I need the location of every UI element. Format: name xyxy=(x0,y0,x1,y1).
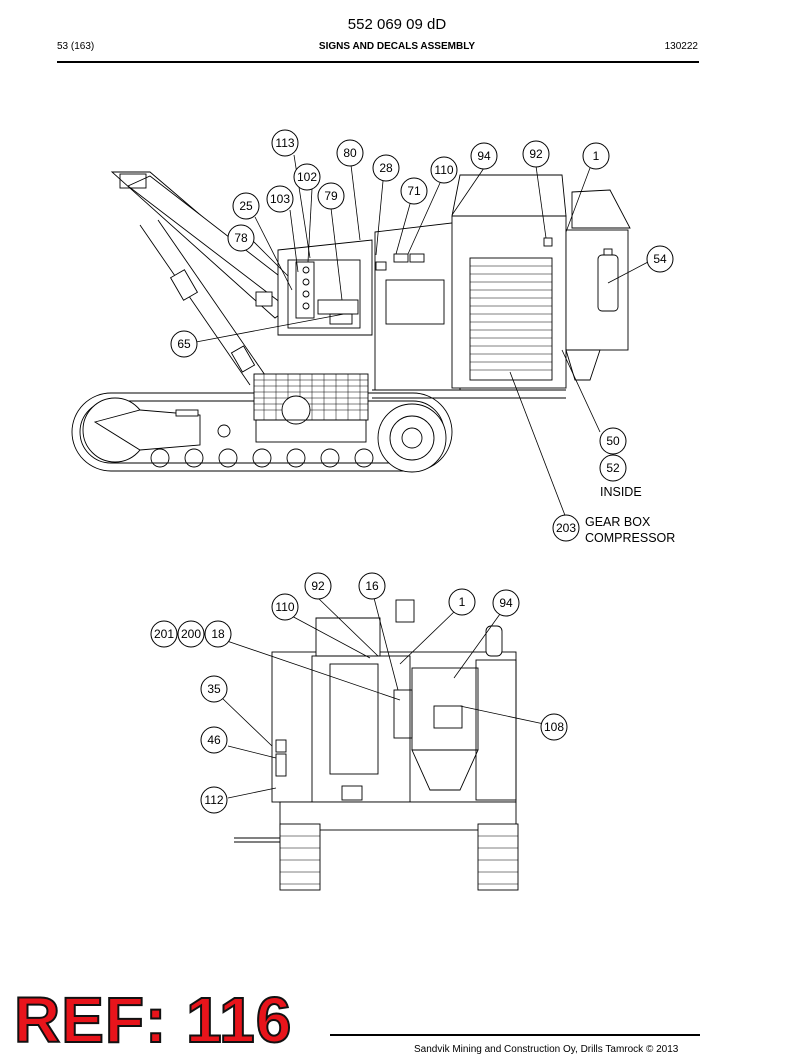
callout-203: 203 xyxy=(552,514,580,542)
callout-rear-35: 35 xyxy=(200,675,228,703)
note-compressor: COMPRESSOR xyxy=(585,531,675,545)
revision-date: 130222 xyxy=(664,41,698,52)
svg-text:28: 28 xyxy=(379,161,393,175)
callout-rear-16: 16 xyxy=(358,572,386,600)
svg-text:94: 94 xyxy=(499,596,513,610)
svg-text:50: 50 xyxy=(606,434,620,448)
svg-text:52: 52 xyxy=(606,461,620,475)
callout-rear-46: 46 xyxy=(200,726,228,754)
callout-28: 28 xyxy=(372,154,400,182)
callout-113: 113 xyxy=(271,129,299,157)
svg-text:112: 112 xyxy=(204,793,223,807)
callout-25: 25 xyxy=(232,192,260,220)
callout-65: 65 xyxy=(170,330,198,358)
ref-stamp: REF: 116 xyxy=(13,984,293,1056)
callout-80: 80 xyxy=(336,139,364,167)
callout-rear-94: 94 xyxy=(492,589,520,617)
callout-103: 103 xyxy=(266,185,294,213)
svg-text:108: 108 xyxy=(544,720,564,734)
callout-92: 92 xyxy=(522,140,550,168)
callout-50: 50 xyxy=(599,427,627,455)
callout-rear-92: 92 xyxy=(304,572,332,600)
svg-text:203: 203 xyxy=(556,521,576,535)
callout-rear-1: 1 xyxy=(448,588,476,616)
side-view-drawing xyxy=(71,171,631,473)
callout-78: 78 xyxy=(227,224,255,252)
callout-rear-200: 200 xyxy=(177,620,205,648)
rear-view-drawing xyxy=(234,599,519,891)
svg-text:65: 65 xyxy=(177,337,191,351)
svg-text:46: 46 xyxy=(207,733,221,747)
svg-text:78: 78 xyxy=(234,231,248,245)
svg-text:16: 16 xyxy=(365,579,379,593)
svg-text:201: 201 xyxy=(154,627,174,641)
callout-54: 54 xyxy=(646,245,674,273)
document-number: 552 069 09 dD xyxy=(347,16,447,33)
svg-text:110: 110 xyxy=(434,163,453,177)
callout-52: 52 xyxy=(599,454,627,482)
callout-79: 79 xyxy=(317,182,345,210)
page-title: SIGNS AND DECALS ASSEMBLY xyxy=(318,41,476,52)
svg-text:79: 79 xyxy=(324,189,338,203)
page-number: 53 (163) xyxy=(57,41,95,52)
callout-94: 94 xyxy=(470,142,498,170)
svg-text:92: 92 xyxy=(529,147,543,161)
svg-text:25: 25 xyxy=(239,199,253,213)
side-view-leaders xyxy=(195,154,649,519)
svg-text:200: 200 xyxy=(181,627,201,641)
svg-text:35: 35 xyxy=(207,682,221,696)
note-gear-box: GEAR BOX xyxy=(585,515,651,529)
svg-text:113: 113 xyxy=(275,136,294,150)
header-divider xyxy=(57,61,699,63)
svg-text:1: 1 xyxy=(459,595,466,609)
callout-rear-18: 18 xyxy=(204,620,232,648)
svg-text:102: 102 xyxy=(297,170,317,184)
callout-71: 71 xyxy=(400,177,428,205)
svg-text:94: 94 xyxy=(477,149,491,163)
callout-102: 102 xyxy=(293,163,321,191)
svg-text:71: 71 xyxy=(407,184,421,198)
callout-110: 110 xyxy=(430,156,458,184)
svg-text:103: 103 xyxy=(270,192,290,206)
svg-text:54: 54 xyxy=(653,252,667,266)
footer-divider xyxy=(330,1034,700,1036)
rear-view-leaders xyxy=(221,597,545,799)
callout-rear-112: 112 xyxy=(200,786,228,814)
callout-rear-201: 201 xyxy=(150,620,178,648)
callout-rear-108: 108 xyxy=(540,713,568,741)
svg-text:18: 18 xyxy=(211,627,225,641)
note-inside: INSIDE xyxy=(600,485,642,499)
svg-text:1: 1 xyxy=(593,149,600,163)
svg-text:110: 110 xyxy=(275,600,294,614)
footer-copyright: Sandvik Mining and Construction Oy, Dril… xyxy=(414,1044,679,1055)
callout-rear-110: 110 xyxy=(271,593,299,621)
svg-text:92: 92 xyxy=(311,579,325,593)
callout-1: 1 xyxy=(582,142,610,170)
svg-text:80: 80 xyxy=(343,146,357,160)
